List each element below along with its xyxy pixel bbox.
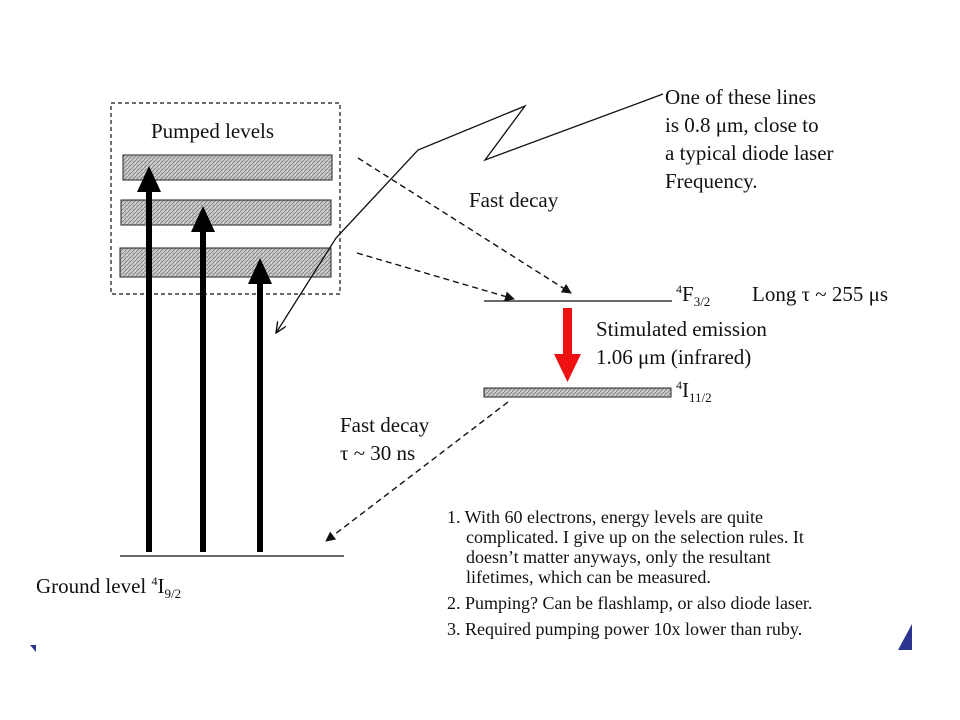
callout-line-4: Frequency. [665, 169, 758, 193]
callout-line-1: One of these lines [665, 85, 816, 109]
pump-arrow-1 [137, 166, 161, 552]
note-3: 3. Required pumping power 10x lower than… [447, 619, 802, 639]
f32-level-label: 4F3/2 [676, 282, 710, 309]
pumped-band-bottom [119, 247, 332, 278]
pumped-levels-box [110, 102, 341, 295]
fast-decay-arrow-lower [325, 401, 509, 542]
stimulated-emission-arrow [554, 308, 581, 382]
fast-decay-lower-lifetime: τ ~ 30 ns [340, 441, 415, 465]
i112-level-band [483, 387, 672, 398]
upper-lifetime-label: Long τ ~ 255 μs [752, 282, 888, 306]
fast-decay-lower-label: Fast decay [340, 413, 430, 437]
i112-level-label: 4I11/2 [676, 378, 712, 405]
pumped-levels-label: Pumped levels [151, 119, 274, 143]
callout-line-2: is 0.8 μm, close to [665, 113, 819, 137]
note-1-line-4: lifetimes, which can be measured. [466, 567, 711, 587]
ground-level-label: Ground level 4I9/2 [36, 574, 181, 601]
callout-pointer [276, 93, 664, 333]
pump-arrow-3 [248, 258, 272, 552]
pumped-band-middle [120, 199, 332, 226]
fast-decay-arrow-bottom [356, 252, 515, 302]
emission-wavelength-label: 1.06 μm (infrared) [596, 345, 751, 369]
callout-line-3: a typical diode laser [665, 141, 834, 165]
fast-decay-upper-label: Fast decay [469, 188, 559, 212]
pump-arrow-2 [191, 206, 215, 552]
note-1-line-1: 1. With 60 electrons, energy levels are … [447, 507, 763, 527]
note-2: 2. Pumping? Can be flashlamp, or also di… [447, 593, 812, 613]
fast-decay-arrow-top [357, 157, 572, 294]
stimulated-emission-label: Stimulated emission [596, 317, 767, 341]
corner-accent-left [30, 645, 36, 652]
corner-accent-right [898, 624, 912, 650]
pumped-band-top [122, 154, 333, 181]
note-1-line-3: doesn’t matter anyways, only the resulta… [466, 547, 771, 567]
note-1-line-2: complicated. I give up on the selection … [466, 527, 804, 547]
